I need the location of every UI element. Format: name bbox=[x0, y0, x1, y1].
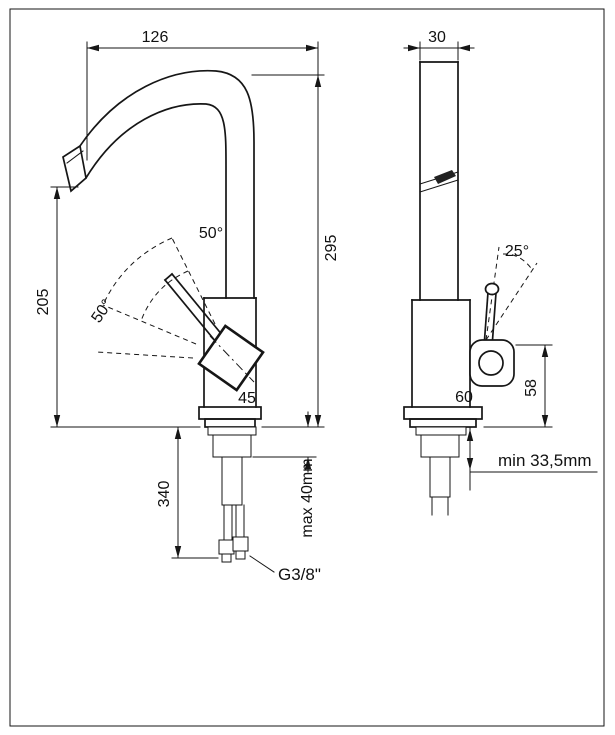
hose-connector bbox=[232, 536, 249, 552]
dim-50-lower-label: 50° bbox=[88, 297, 116, 327]
arrowhead bbox=[53, 415, 61, 427]
lever-rod-end-cap bbox=[163, 272, 174, 282]
base-lip bbox=[204, 418, 256, 428]
dim-50-upper-label: 50° bbox=[199, 225, 223, 242]
label-g38: G3/8" bbox=[249, 555, 321, 584]
hose-connector-end bbox=[235, 550, 246, 560]
dim-58-label: 58 bbox=[523, 379, 540, 397]
arrowhead bbox=[458, 44, 470, 52]
arrowhead bbox=[541, 415, 549, 427]
dim-205-label: 205 bbox=[35, 289, 52, 316]
mounting-hardware-front bbox=[207, 426, 257, 506]
handle-axis-tilted bbox=[485, 262, 538, 341]
spout-outer-curve bbox=[78, 69, 255, 299]
swing-radius-left bbox=[102, 304, 197, 345]
dim-126-label: 126 bbox=[142, 29, 169, 46]
aerator-band-line bbox=[419, 179, 459, 193]
aerator-outlet bbox=[434, 170, 456, 184]
arrowhead bbox=[408, 44, 420, 52]
arrowhead bbox=[174, 427, 182, 439]
handle-angle-arc bbox=[502, 253, 532, 269]
arrowhead bbox=[87, 44, 99, 52]
threaded-shank bbox=[221, 456, 243, 506]
handle-bracket bbox=[469, 339, 515, 387]
hose-connector bbox=[218, 539, 235, 555]
threaded-shank bbox=[429, 456, 451, 498]
swing-radius-upper bbox=[171, 237, 216, 325]
handle-pivot-circle bbox=[478, 350, 504, 376]
lever-ball-end bbox=[484, 282, 500, 296]
side-view: 25° 60 30 bbox=[403, 29, 598, 516]
column-outline bbox=[419, 61, 459, 301]
swing-arc-outer bbox=[102, 237, 173, 306]
spout-inner-curve bbox=[84, 103, 227, 299]
dim-max-40mm-label: max 40mm bbox=[299, 458, 316, 537]
base-plate bbox=[198, 406, 262, 420]
lever-rod-edge bbox=[483, 291, 489, 348]
arrowhead bbox=[306, 44, 318, 52]
gasket bbox=[415, 426, 467, 436]
dim-126: 126 bbox=[86, 29, 319, 428]
swing-arc-inner bbox=[140, 270, 189, 322]
mounting-nut bbox=[420, 434, 460, 458]
arrowhead bbox=[304, 415, 312, 427]
spout-tip-cap-line bbox=[66, 150, 84, 164]
hose-connector-end bbox=[221, 553, 232, 563]
arrowhead bbox=[314, 75, 322, 87]
lever-rod-edge bbox=[491, 292, 497, 348]
dim-340: 340 bbox=[156, 426, 219, 559]
dim-min-33-5mm: min 33,5mm bbox=[466, 426, 598, 491]
arrowhead bbox=[314, 415, 322, 427]
dim-205: 205 bbox=[35, 186, 201, 428]
handle-swing-arcs: 50° 50° bbox=[88, 225, 223, 359]
arrowhead bbox=[174, 546, 182, 558]
dim-30-label: 30 bbox=[428, 29, 446, 46]
handle-front bbox=[163, 272, 265, 392]
front-view: 50° 50° 45 bbox=[35, 29, 340, 584]
mounting-hardware-side bbox=[415, 426, 467, 516]
arrowhead bbox=[466, 429, 474, 441]
arrowhead bbox=[53, 187, 61, 199]
base-plate bbox=[403, 406, 483, 420]
lever-rod-edge bbox=[170, 272, 225, 338]
dim-60-label: 60 bbox=[455, 389, 473, 406]
spout-outline bbox=[62, 69, 255, 299]
dim-58: 58 bbox=[483, 344, 553, 428]
swing-radius-lower bbox=[96, 351, 194, 359]
hoses bbox=[218, 504, 249, 563]
arrowhead bbox=[466, 458, 474, 470]
gasket bbox=[207, 426, 257, 436]
dim-25-label: 25° bbox=[505, 243, 529, 260]
drawing-border bbox=[9, 8, 605, 727]
handle-side: 25° bbox=[469, 243, 538, 387]
dim-30: 30 bbox=[403, 29, 475, 61]
base-front: 45 bbox=[198, 390, 262, 428]
lever-rod-edge bbox=[163, 278, 218, 344]
thread-size-label: G3/8" bbox=[278, 565, 321, 584]
spout-tip bbox=[62, 144, 87, 193]
arrowhead bbox=[304, 457, 312, 469]
base-side: 60 bbox=[403, 389, 483, 428]
mounting-nut bbox=[212, 434, 252, 458]
dim-295-label: 295 bbox=[323, 235, 340, 262]
dim-340-label: 340 bbox=[156, 481, 173, 508]
dim-min-33-5mm-label: min 33,5mm bbox=[498, 451, 592, 470]
base-lip bbox=[409, 418, 477, 428]
leader-line bbox=[249, 555, 275, 573]
arrowhead bbox=[541, 345, 549, 357]
dim-295: 295 bbox=[251, 74, 340, 428]
handle-square-knob bbox=[197, 324, 265, 392]
dim-45-label: 45 bbox=[238, 390, 256, 407]
dim-max-40mm: max 40mm bbox=[252, 411, 317, 538]
